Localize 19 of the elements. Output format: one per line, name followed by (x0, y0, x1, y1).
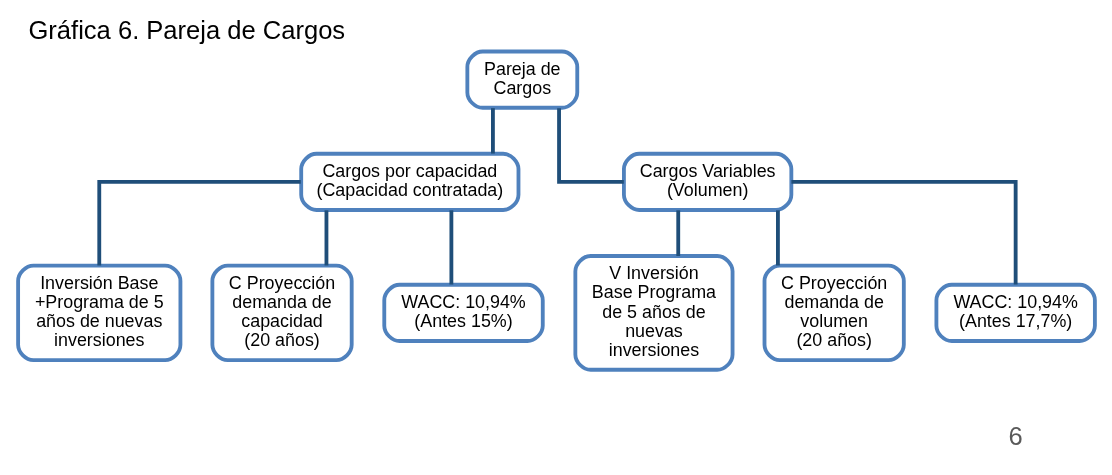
connector (775, 210, 780, 266)
connector (448, 210, 453, 285)
node-box: V Inversión Base Programa de 5 años de nuevas inversiones (572, 254, 734, 372)
connector (96, 180, 301, 266)
node-box: Inversión Base +Programa de 5 años de nuevas inversiones (15, 263, 182, 363)
connector (790, 180, 1018, 285)
connector (675, 210, 680, 256)
label: 6 (1008, 422, 1023, 451)
connector (324, 210, 328, 266)
node-box: Cargos Variables (Volumen) (621, 151, 793, 212)
node-box: Pareja de Cargos (464, 49, 579, 110)
connector (490, 108, 495, 154)
node-box: WACC: 10,94% (Antes 17,7%) (934, 282, 1097, 343)
node-box: Cargos por capacidad (Capacidad contratada) (298, 151, 520, 212)
connector (556, 108, 624, 184)
node-box: C Proyección demanda de capacidad (20 años) (209, 263, 354, 363)
node-box: WACC: 10,94% (Antes 15%) (381, 282, 545, 343)
diagram-title: Gráfica 6. Pareja de Cargos (27, 15, 345, 44)
node-box: C Proyección demanda de volumen (20 años) (762, 263, 906, 363)
